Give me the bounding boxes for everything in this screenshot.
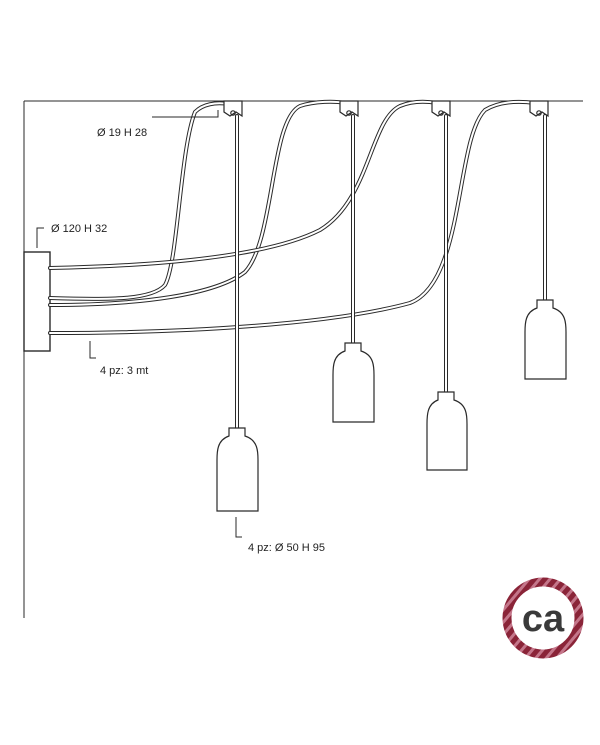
rose-dimension-label: Ø 120 H 32 [51,223,107,235]
leader-lines [36,110,242,538]
lamp-leader [235,517,242,538]
hook-dimension-label: Ø 19 H 28 [97,127,147,139]
brand-logo: ca [502,577,584,659]
logo-rope-ring [502,577,584,659]
ceiling-rose [23,251,51,352]
lamp-quantity-label: 4 pz: Ø 50 H 95 [248,542,325,554]
hook-2 [339,100,359,118]
lampholder-2 [332,342,375,423]
hook-leader [152,110,219,118]
cable-3 [48,99,439,270]
lampholder-3 [426,391,468,471]
hook-1 [223,100,243,118]
ceiling-hooks [223,100,549,118]
cable-2 [48,99,347,307]
drop-cables [235,114,547,430]
lampholder-1 [216,427,259,512]
lampholder-4 [524,299,567,380]
hook-3 [431,100,451,118]
cable-leader [89,341,96,359]
rose-leader [36,227,44,248]
logo-text: ca [522,598,565,640]
cable-quantity-label: 4 pz: 3 mt [100,365,148,377]
hook-4 [529,100,549,118]
cable-1 [48,101,230,301]
cable-4 [48,99,537,335]
lampholders [216,299,567,512]
room-outline [23,100,583,618]
cables [48,99,537,335]
